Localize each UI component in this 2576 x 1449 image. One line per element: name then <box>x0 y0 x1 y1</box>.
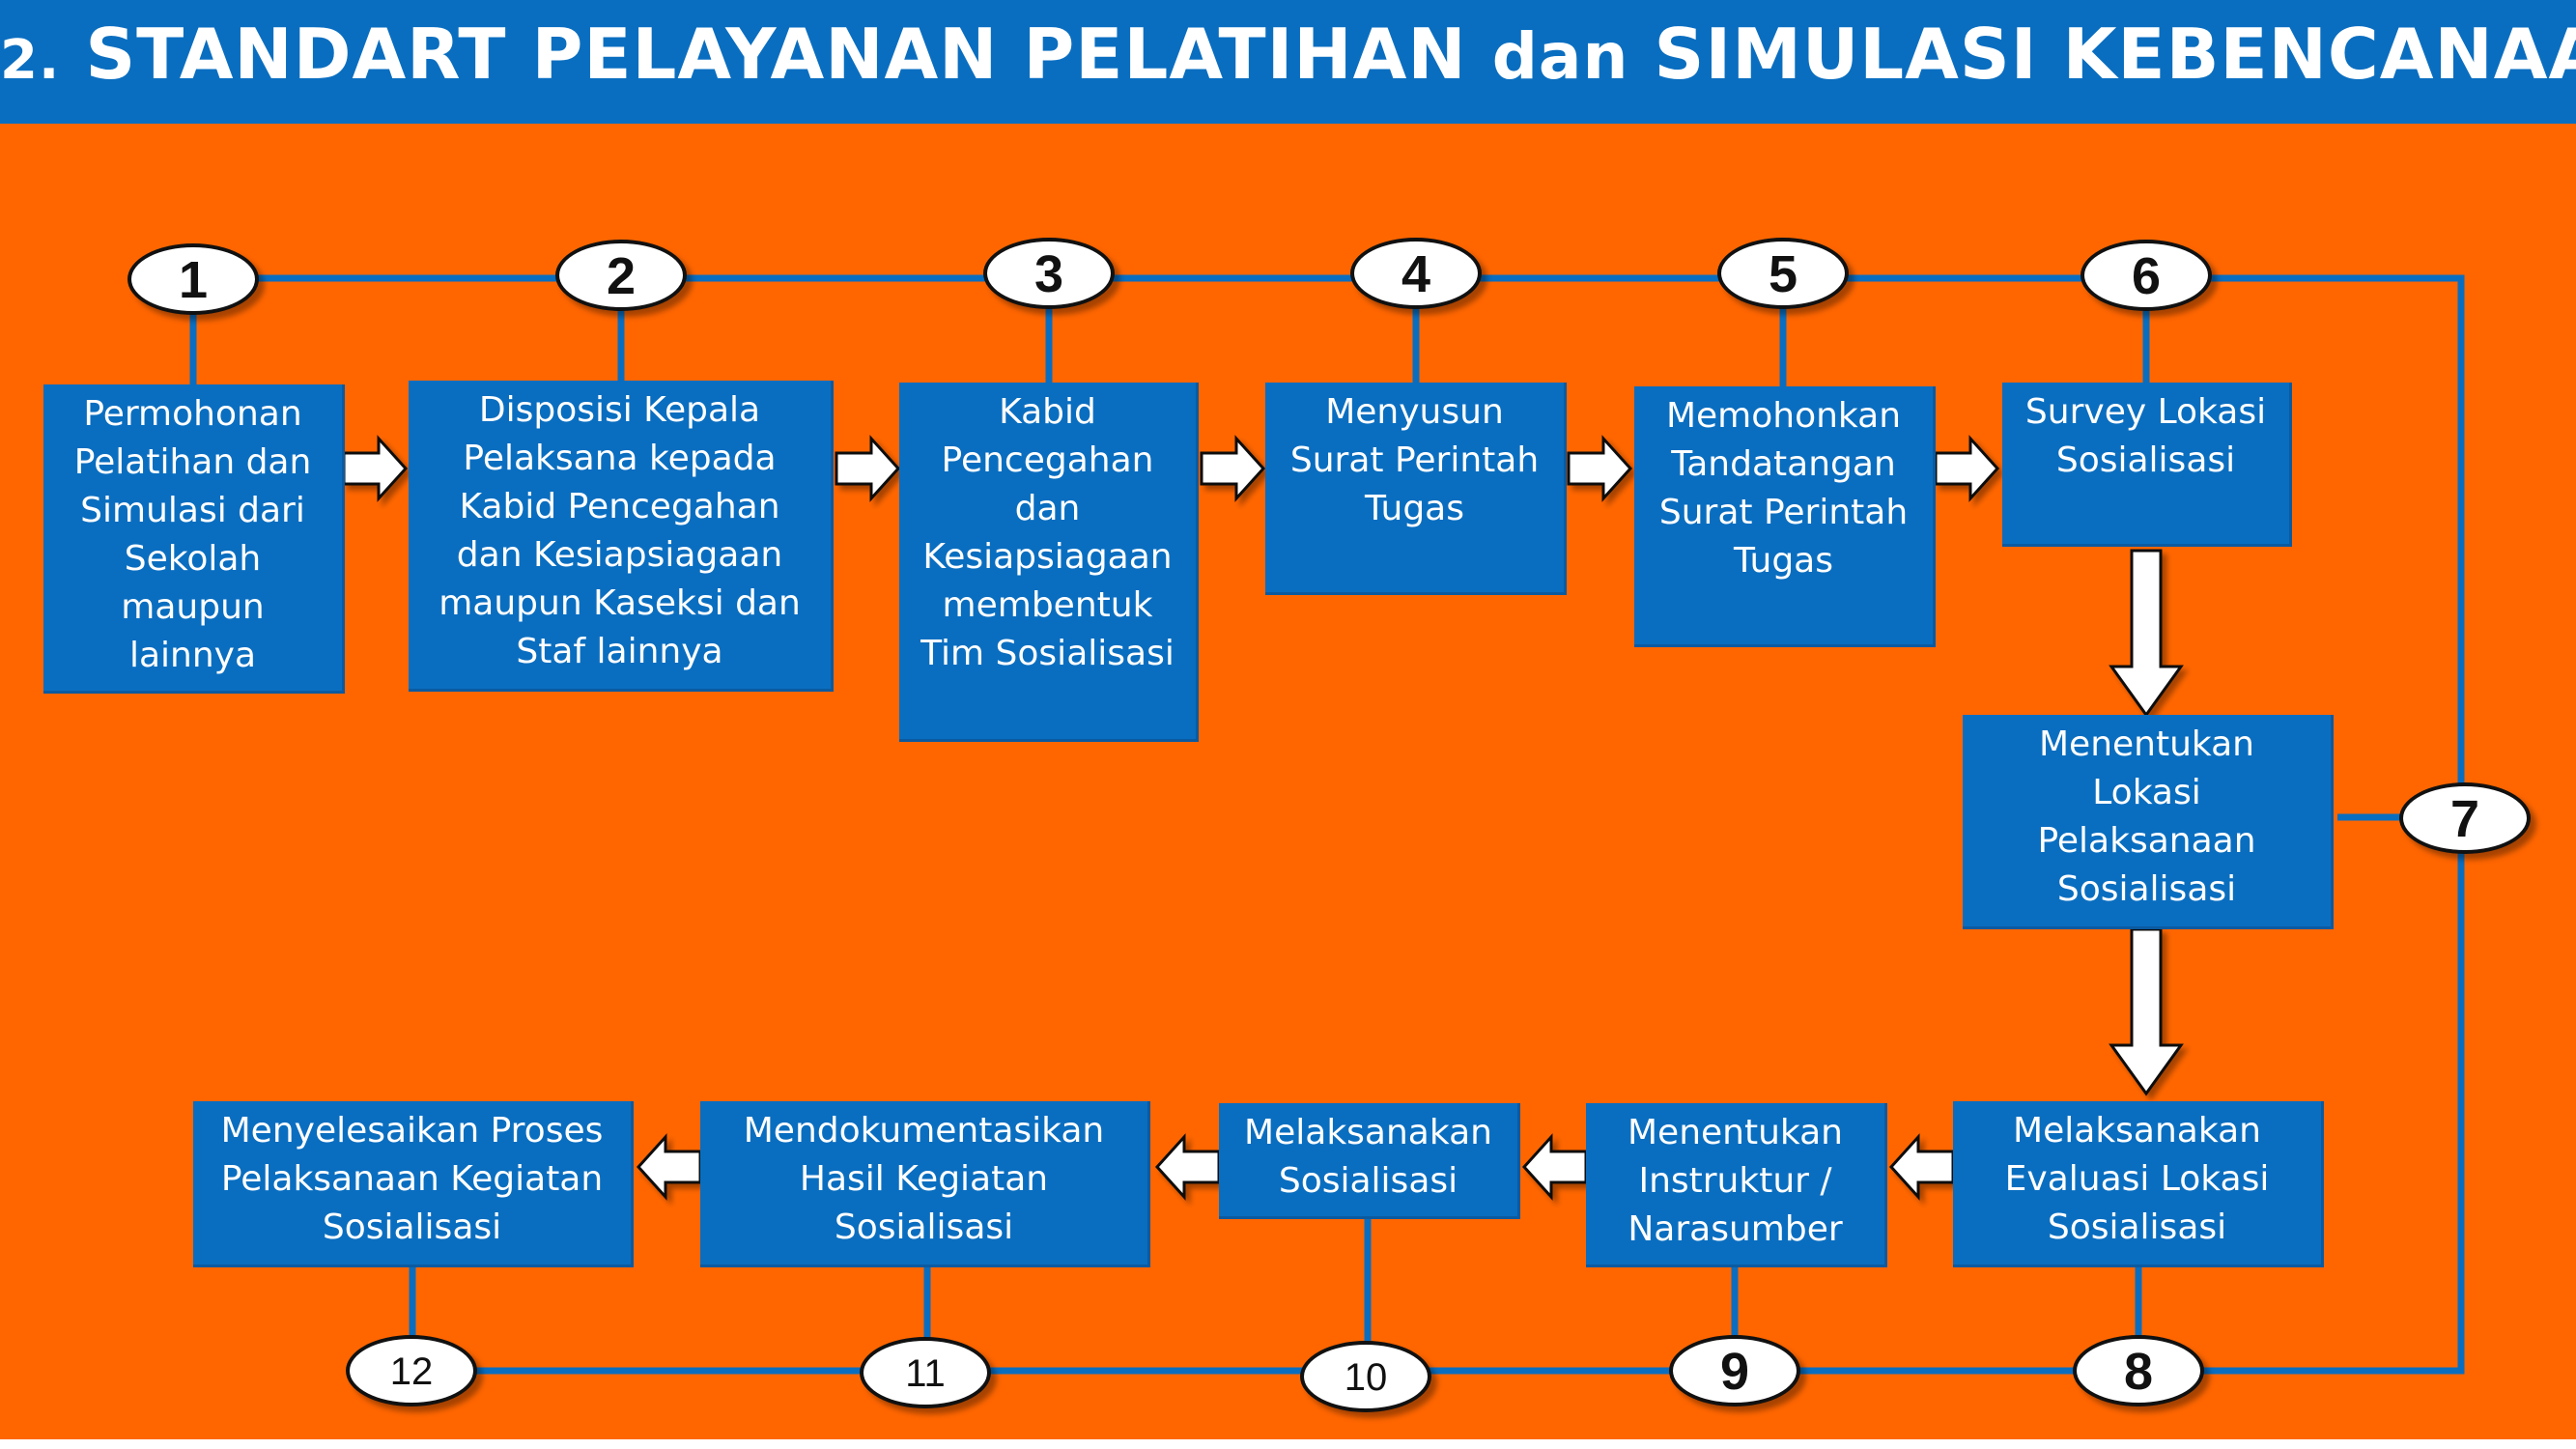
title-part-a: STANDART PELAYANAN PELATIHAN <box>85 14 1467 95</box>
step-box-2: Disposisi Kepala Pelaksana kepada Kabid … <box>409 381 834 692</box>
step-box-4: Menyusun Surat Perintah Tugas <box>1265 383 1567 595</box>
step-badge-2: 2 <box>555 240 687 311</box>
step-badge-6: 6 <box>2081 240 2212 311</box>
arrow-1-2 <box>342 435 409 502</box>
arrow-3-4 <box>1200 435 1266 502</box>
arrow-8-9 <box>1888 1133 1955 1201</box>
step-badge-12: 12 <box>346 1335 477 1406</box>
step-badge-1: 1 <box>127 243 259 315</box>
step-badge-9: 9 <box>1669 1335 1800 1406</box>
step-box-7: Menentukan Lokasi Pelaksanaan Sosialisas… <box>1963 715 2334 929</box>
arrow-6-7 <box>2109 549 2184 718</box>
arrow-4-5 <box>1567 435 1633 502</box>
title-bar <box>0 0 2576 124</box>
step-badge-11: 11 <box>860 1337 991 1408</box>
step-box-11: Mendokumentasikan Hasil Kegiatan Sosiali… <box>700 1101 1150 1267</box>
step-badge-3: 3 <box>983 238 1115 309</box>
step-box-8: Melaksanakan Evaluasi Lokasi Sosialisasi <box>1953 1101 2324 1267</box>
title-number: 2. <box>0 29 61 92</box>
arrow-2-3 <box>835 435 901 502</box>
arrow-11-12 <box>636 1133 702 1201</box>
step-box-1: Permohonan Pelatihan dan Simulasi dari S… <box>43 384 345 694</box>
bottom-strip <box>0 1439 2576 1449</box>
step-box-6: Survey Lokasi Sosialisasi <box>2002 383 2292 547</box>
arrow-10-11 <box>1154 1133 1221 1201</box>
flow-arrows <box>342 435 2184 1201</box>
step-box-12: Menyelesaikan Proses Pelaksanaan Kegiata… <box>193 1101 634 1267</box>
step-box-3: Kabid Pencegahan dan Kesiapsiagaan membe… <box>899 383 1199 742</box>
step-badge-7: 7 <box>2399 782 2531 854</box>
step-box-5: Memohonkan Tandatangan Surat Perintah Tu… <box>1634 386 1936 647</box>
step-badge-8: 8 <box>2073 1335 2204 1406</box>
step-badge-10: 10 <box>1300 1341 1431 1412</box>
step-badge-4: 4 <box>1350 238 1482 309</box>
step-box-9: Menentukan Instruktur / Narasumber <box>1586 1103 1887 1267</box>
arrow-5-6 <box>1934 435 2000 502</box>
page-title: 2. STANDART PELAYANAN PELATIHAN dan SIMU… <box>0 14 2576 95</box>
title-part-b: SIMULASI KEBENCANAAN <box>1654 14 2576 95</box>
arrow-9-10 <box>1521 1133 1588 1201</box>
step-badge-5: 5 <box>1717 238 1849 309</box>
arrow-7-8 <box>2109 927 2184 1096</box>
title-dan: dan <box>1491 19 1629 94</box>
step-box-10: Melaksanakan Sosialisasi <box>1219 1103 1520 1219</box>
